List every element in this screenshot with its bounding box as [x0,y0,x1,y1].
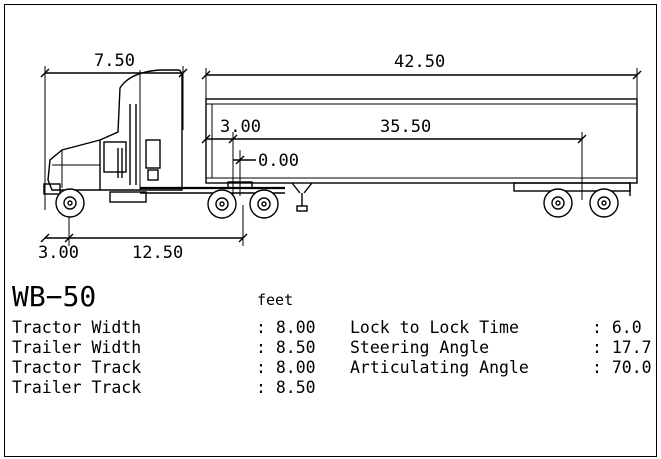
spec-label: Trailer Track [12,378,141,397]
dimension-kingpin: 3.00 35.50 [201,117,587,200]
spec-list-left: Tractor Width : 8.00 Trailer Width : 8.5… [12,318,316,397]
spec-label: Trailer Width [12,338,141,357]
dimension-label: 0.00 [258,151,299,171]
vehicle-name: WB−50 [12,280,96,313]
dimension-fifth-wheel: 0.00 [233,150,299,196]
spec-value: : 8.00 [256,318,316,337]
dimension-tractor-width: 7.50 [40,51,188,210]
dimension-label: 3.00 [38,243,79,263]
spec-value: : 6.0 [592,318,642,337]
spec-value: : 70.0 [592,358,652,377]
drawing-border [4,4,657,457]
dimension-trailer-length: 42.50 [201,52,642,100]
spec-label: Articulating Angle [350,358,529,377]
tractor [43,69,285,219]
dimension-label: 3.00 [220,117,261,137]
spec-value: : 17.7 [592,338,652,357]
spec-value: : 8.50 [256,378,316,397]
dimension-label: 12.50 [132,243,183,263]
spec-value: : 8.50 [256,338,316,357]
units-label: feet [257,291,293,309]
dimension-tractor-wheelbase: 3.00 12.50 [38,205,248,263]
dimension-label: 35.50 [380,117,431,137]
spec-label: Lock to Lock Time [350,318,519,337]
spec-label: Steering Angle [350,338,489,357]
spec-value: : 8.00 [256,358,316,377]
trailer [205,98,638,218]
dimension-label: 7.50 [94,51,135,71]
dimension-label: 42.50 [394,52,445,72]
spec-label: Tractor Track [12,358,141,377]
spec-label: Tractor Width [12,318,141,337]
spec-list-right: Lock to Lock Time : 6.0 Steering Angle :… [350,318,652,377]
